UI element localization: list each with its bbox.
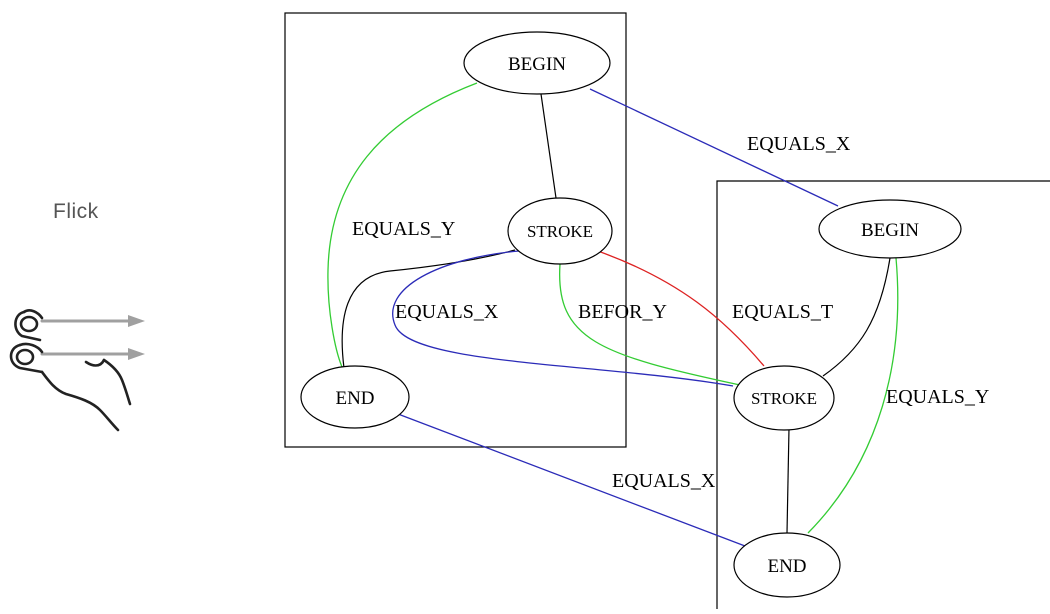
edge-left-begin-stroke bbox=[540, 93, 557, 199]
right-stroke-node: STROKE bbox=[733, 365, 835, 431]
edge-left-stroke-right-stroke-blue bbox=[392, 250, 734, 387]
left-stroke-node: STROKE bbox=[507, 197, 613, 265]
left-end-label: END bbox=[335, 388, 374, 409]
left-graph-frame bbox=[284, 12, 627, 448]
label-begin-begin-x: EQUALS_X bbox=[747, 133, 851, 155]
edge-left-stroke-end bbox=[341, 249, 516, 369]
edge-left-begin-end-y bbox=[327, 82, 478, 368]
left-end-node: END bbox=[300, 365, 410, 429]
edge-left-stroke-right-stroke-red bbox=[594, 249, 765, 367]
right-end-node: END bbox=[733, 532, 841, 598]
edge-left-stroke-right-stroke-green bbox=[558, 263, 741, 386]
edge-right-begin-end-y bbox=[807, 257, 899, 534]
two-finger-flick-icon bbox=[9, 309, 145, 432]
edge-end-end-x bbox=[397, 413, 746, 547]
left-begin-label: BEGIN bbox=[508, 54, 566, 75]
left-begin-node: BEGIN bbox=[463, 31, 611, 95]
right-end-label: END bbox=[767, 556, 806, 577]
right-begin-label: BEGIN bbox=[861, 220, 919, 241]
label-left-begin-end-y: EQUALS_Y bbox=[352, 218, 455, 240]
right-stroke-label: STROKE bbox=[751, 389, 817, 408]
edge-right-begin-stroke bbox=[822, 257, 891, 377]
label-left-stroke-right-stroke-t: EQUALS_T bbox=[732, 301, 833, 323]
right-graph-frame bbox=[716, 180, 1050, 609]
label-end-end-x: EQUALS_X bbox=[612, 470, 716, 492]
label-left-stroke-right-stroke-y: BEFOR_Y bbox=[578, 301, 667, 323]
edge-right-stroke-end bbox=[786, 427, 790, 534]
label-right-begin-end-y: EQUALS_Y bbox=[886, 386, 989, 408]
left-stroke-label: STROKE bbox=[527, 222, 593, 241]
label-left-stroke-right-stroke-x: EQUALS_X bbox=[395, 301, 499, 323]
gesture-label: Flick bbox=[53, 200, 99, 223]
right-begin-node: BEGIN bbox=[818, 199, 962, 259]
edge-begin-begin-x bbox=[589, 88, 839, 207]
